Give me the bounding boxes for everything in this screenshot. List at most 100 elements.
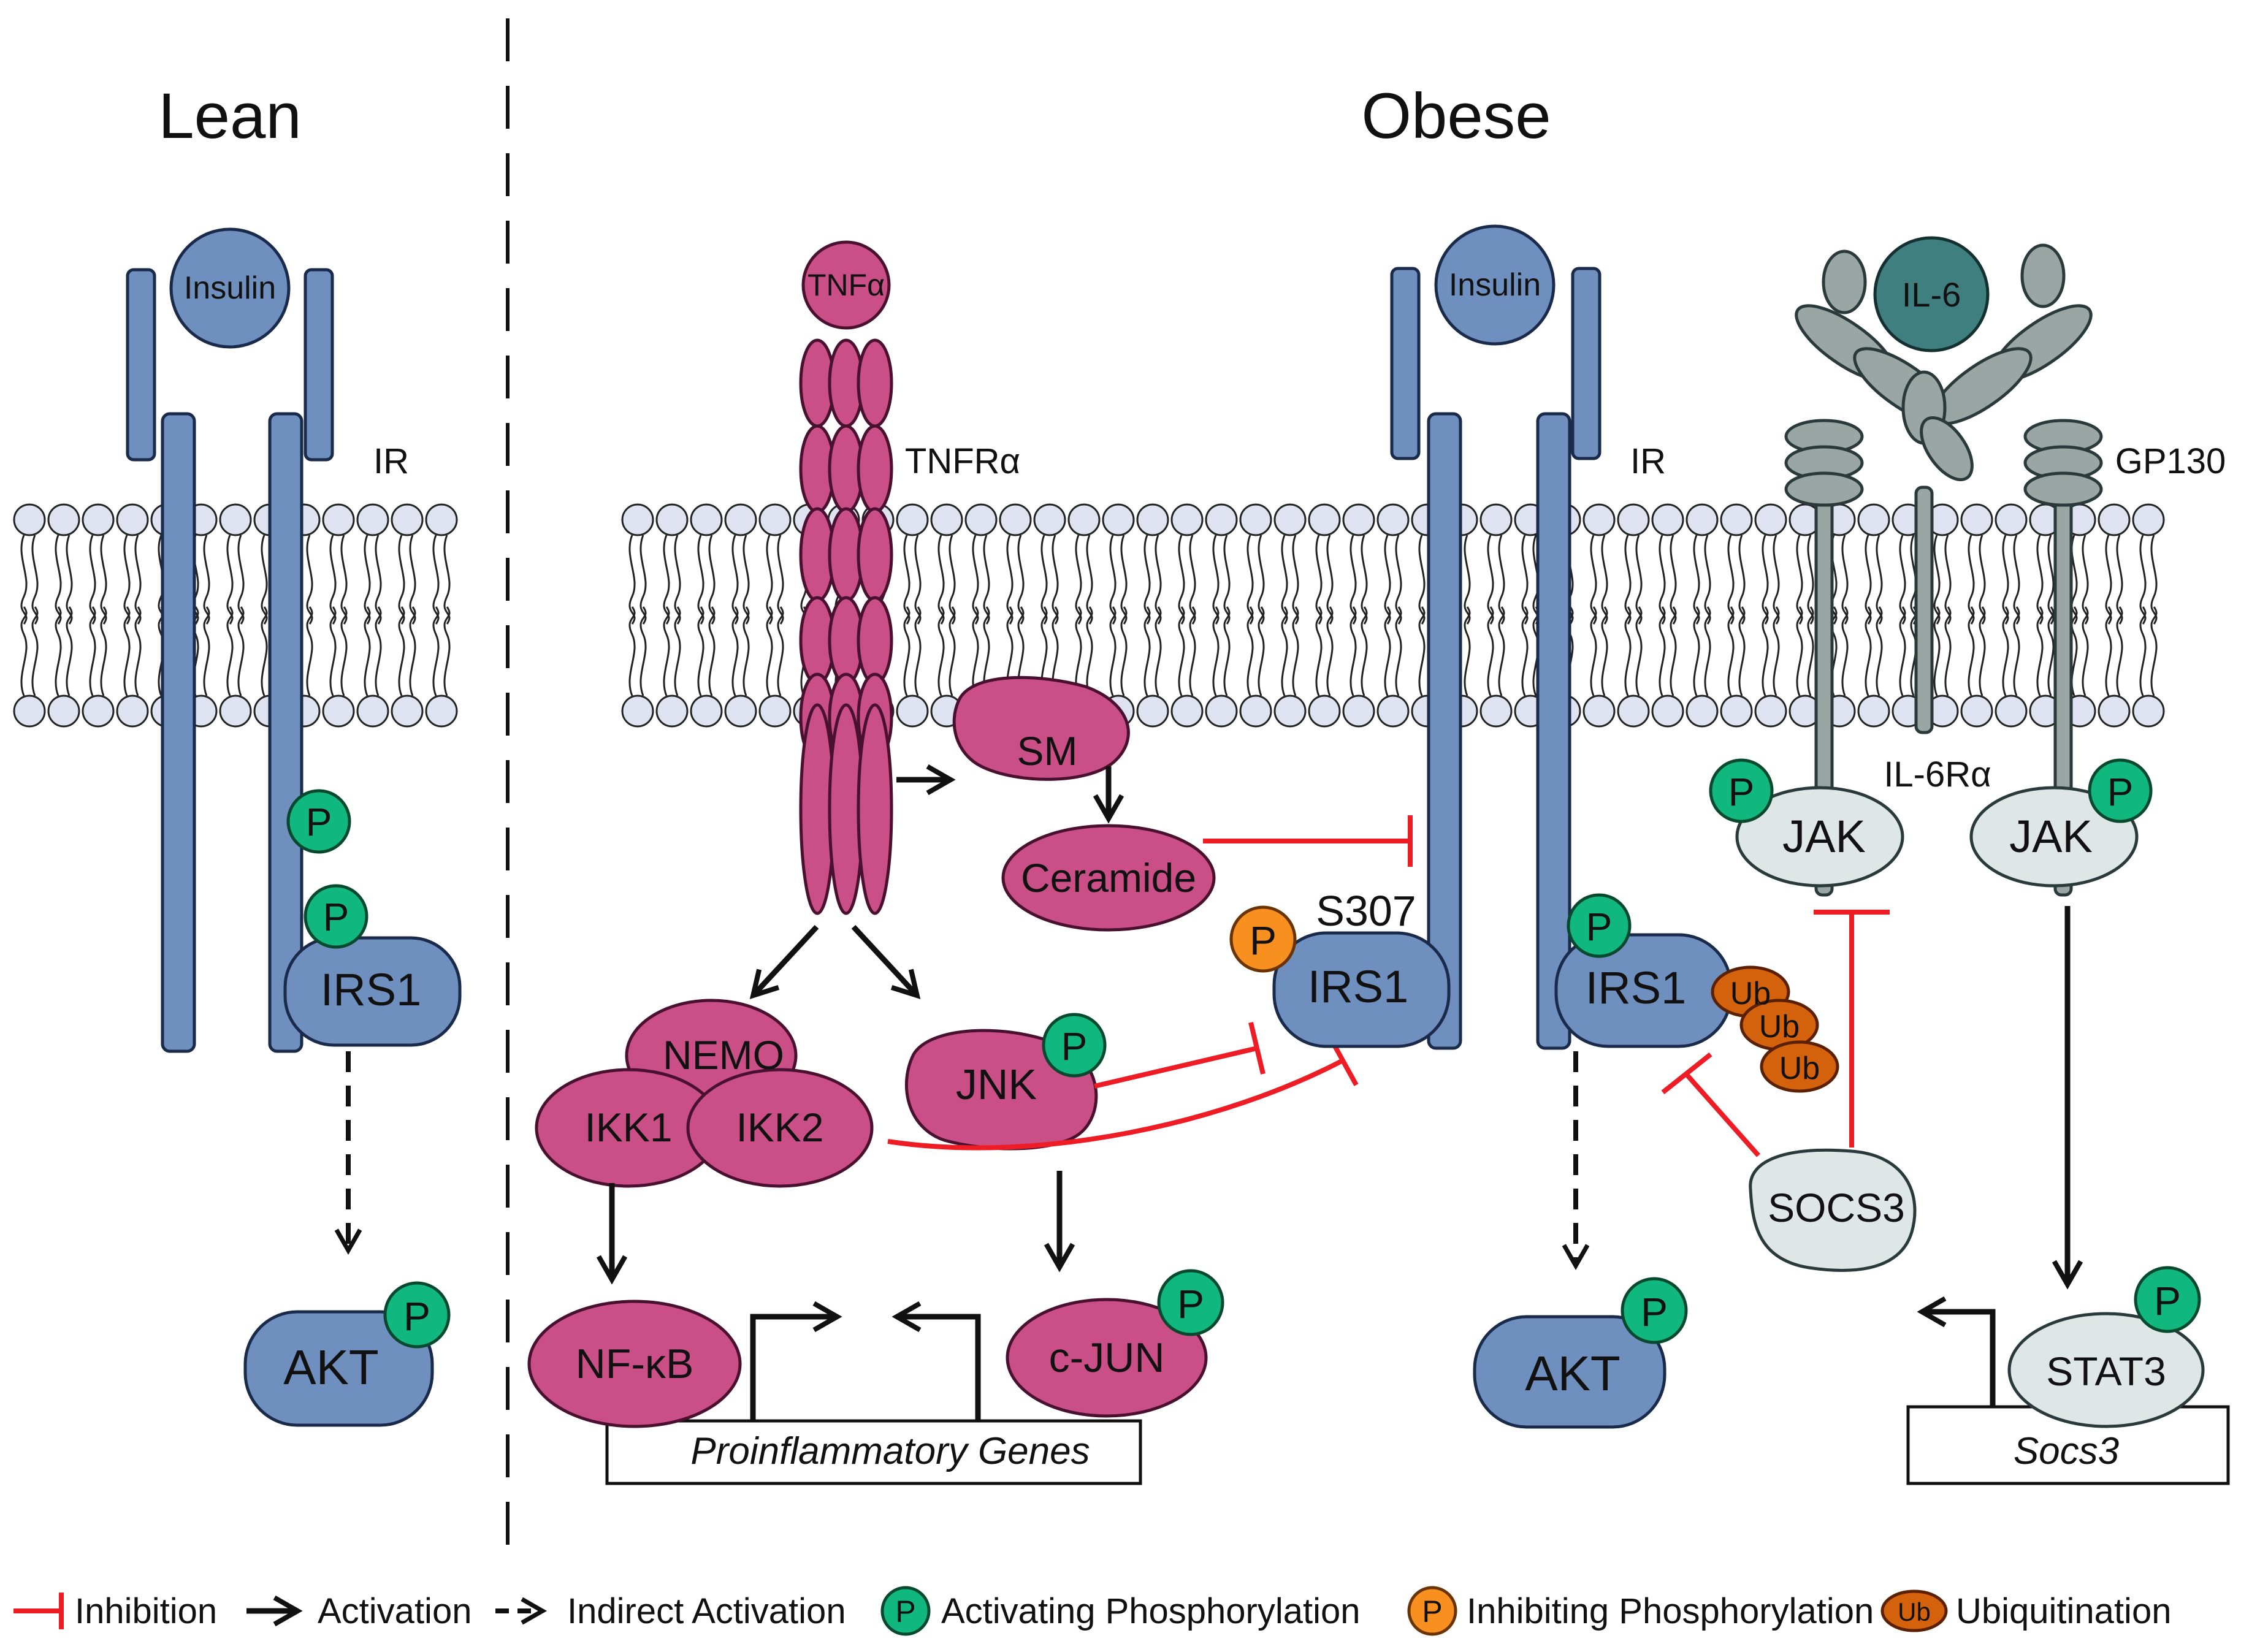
phospho-akt-obese: P xyxy=(1621,1277,1688,1344)
svg-text:Ub: Ub xyxy=(1779,1051,1820,1086)
legend-inhibiting-phosphorylation-label: Inhibiting Phosphorylation xyxy=(1467,1591,1874,1631)
tnfa-ligand: TNFα xyxy=(801,240,891,330)
tnfra-label: TNFRα xyxy=(905,441,1020,481)
legend-activating-phosphorylation-label: Activating Phosphorylation xyxy=(941,1591,1361,1631)
svg-text:Ceramide: Ceramide xyxy=(1021,855,1196,900)
svg-text:JAK: JAK xyxy=(1782,811,1866,862)
socs3-protein: SOCS3 xyxy=(1749,1148,1917,1272)
nfkb-transcription-arrow xyxy=(750,1301,842,1421)
phospho-cjun: P xyxy=(1157,1269,1224,1336)
svg-text:AKT: AKT xyxy=(1525,1346,1621,1401)
phospho-irs1-lean: P xyxy=(304,884,368,949)
ikk-complex: NEMO IKK1 IKK2 xyxy=(535,999,874,1188)
akt-obese: AKT xyxy=(1473,1315,1666,1429)
svg-text:Ub: Ub xyxy=(1759,1009,1800,1045)
svg-text:SM: SM xyxy=(1017,728,1078,774)
insulin-receptor-lean xyxy=(126,268,334,1053)
svg-text:IRS1: IRS1 xyxy=(1586,962,1687,1013)
phospho-ir-lean: P xyxy=(286,789,351,854)
jak-left: JAK xyxy=(1735,786,1904,888)
jak-right: JAK xyxy=(1969,786,2139,888)
insulin-ligand-lean: Insulin xyxy=(169,227,291,349)
stat3-transcription-arrow xyxy=(1917,1296,1996,1407)
legend-inhibition-label: Inhibition xyxy=(75,1591,217,1631)
svg-text:P: P xyxy=(306,800,332,844)
il6-ligand: IL-6 xyxy=(1873,236,1990,352)
legend-activation-label: Activation xyxy=(318,1591,471,1631)
svg-text:NF-κB: NF-κB xyxy=(576,1341,694,1387)
s307-label: S307 xyxy=(1316,887,1416,935)
svg-text:SOCS3: SOCS3 xyxy=(1768,1185,1905,1230)
svg-text:P: P xyxy=(403,1293,430,1339)
insulin-label-obese: Insulin xyxy=(1449,267,1541,303)
svg-text:IRS1: IRS1 xyxy=(321,964,422,1015)
svg-text:Ub: Ub xyxy=(1898,1597,1931,1626)
proinflammatory-genes-box: Proinflammatory Genes xyxy=(605,1419,1142,1485)
cjun: c-JUN xyxy=(1006,1298,1208,1418)
stat3: STAT3 xyxy=(2007,1312,2205,1428)
svg-text:STAT3: STAT3 xyxy=(2046,1349,2166,1394)
ceramide-inhibits-ir xyxy=(1203,815,1413,867)
svg-text:Ub: Ub xyxy=(1730,976,1771,1011)
svg-text:P: P xyxy=(1728,770,1755,814)
svg-text:P: P xyxy=(2154,1278,2181,1323)
ikk1-label: IKK1 xyxy=(584,1105,672,1150)
svg-text:P: P xyxy=(1061,1024,1088,1068)
ir-label-obese: IR xyxy=(1630,441,1666,481)
insulin-receptor-obese xyxy=(1390,267,1602,1050)
nemo-label: NEMO xyxy=(663,1032,784,1078)
il6ra-label: IL-6Rα xyxy=(1884,755,1991,794)
legend: Inhibition Activation Indirect Activatio… xyxy=(13,1586,2171,1636)
irs1-lean: IRS1 xyxy=(283,936,462,1047)
phospho-jnk: P xyxy=(1042,1013,1107,1078)
svg-text:P: P xyxy=(323,895,349,939)
legend-ubiquitination-label: Ubiquitination xyxy=(1956,1591,2171,1631)
tnfr-receptor xyxy=(799,338,893,915)
inhibiting-phospho-irs1: P xyxy=(1229,905,1297,973)
gp130-label: GP130 xyxy=(2115,441,2226,481)
phospho-akt-lean: P xyxy=(383,1281,451,1349)
tnfr-to-jnk-arrow xyxy=(851,924,921,999)
jnk-inhibits-irs1 xyxy=(1094,1022,1266,1089)
svg-text:IRS1: IRS1 xyxy=(1308,961,1409,1012)
tnfr-to-ikk-arrow xyxy=(749,924,819,999)
svg-text:P: P xyxy=(1177,1281,1204,1327)
svg-text:P: P xyxy=(1641,1289,1668,1334)
svg-text:TNFα: TNFα xyxy=(807,268,885,302)
ubiquitin-chain: Ub Ub Ub xyxy=(1711,965,1839,1093)
cell-membrane-lean xyxy=(13,503,458,728)
legend-inhibition-symbol xyxy=(13,1593,64,1629)
phospho-stat3: P xyxy=(2134,1266,2201,1333)
socs3-inhibits-jak xyxy=(1814,910,1890,1148)
akt-lean: AKT xyxy=(243,1310,434,1427)
socs3-inhibits-irs1 xyxy=(1661,1052,1760,1157)
legend-indirect-activation-label: Indirect Activation xyxy=(567,1591,846,1631)
sphingomyelinase: SM xyxy=(952,676,1130,781)
ikk2-label: IKK2 xyxy=(736,1105,823,1150)
irs1-inhibited: IRS1 xyxy=(1272,931,1451,1048)
svg-text:c-JUN: c-JUN xyxy=(1049,1334,1165,1381)
svg-text:P: P xyxy=(1422,1594,1442,1629)
svg-text:AKT: AKT xyxy=(283,1340,379,1395)
cjun-transcription-arrow xyxy=(891,1301,981,1421)
phospho-jak-left: P xyxy=(1709,758,1774,823)
svg-text:JNK: JNK xyxy=(956,1060,1037,1108)
svg-text:IL-6: IL-6 xyxy=(1902,275,1961,314)
svg-text:P: P xyxy=(895,1594,915,1629)
svg-text:Proinflammatory Genes: Proinflammatory Genes xyxy=(690,1430,1090,1472)
nfkb: NF-κB xyxy=(527,1300,742,1428)
phospho-jak-right: P xyxy=(2088,758,2153,823)
ir-label-lean: IR xyxy=(373,441,409,481)
insulin-label-lean: Insulin xyxy=(184,270,276,306)
phospho-irs1-obese: P xyxy=(1567,893,1632,958)
svg-text:Socs3: Socs3 xyxy=(2014,1430,2119,1472)
svg-text:JAK: JAK xyxy=(2009,811,2093,862)
irs1-ubiquitinated: IRS1 xyxy=(1554,933,1733,1048)
panel-title-lean: Lean xyxy=(158,80,302,152)
ceramide: Ceramide xyxy=(1001,824,1216,932)
insulin-ligand-obese: Insulin xyxy=(1434,224,1556,346)
svg-text:P: P xyxy=(2107,770,2134,814)
svg-text:P: P xyxy=(1250,918,1277,963)
panel-title-obese: Obese xyxy=(1361,80,1551,152)
